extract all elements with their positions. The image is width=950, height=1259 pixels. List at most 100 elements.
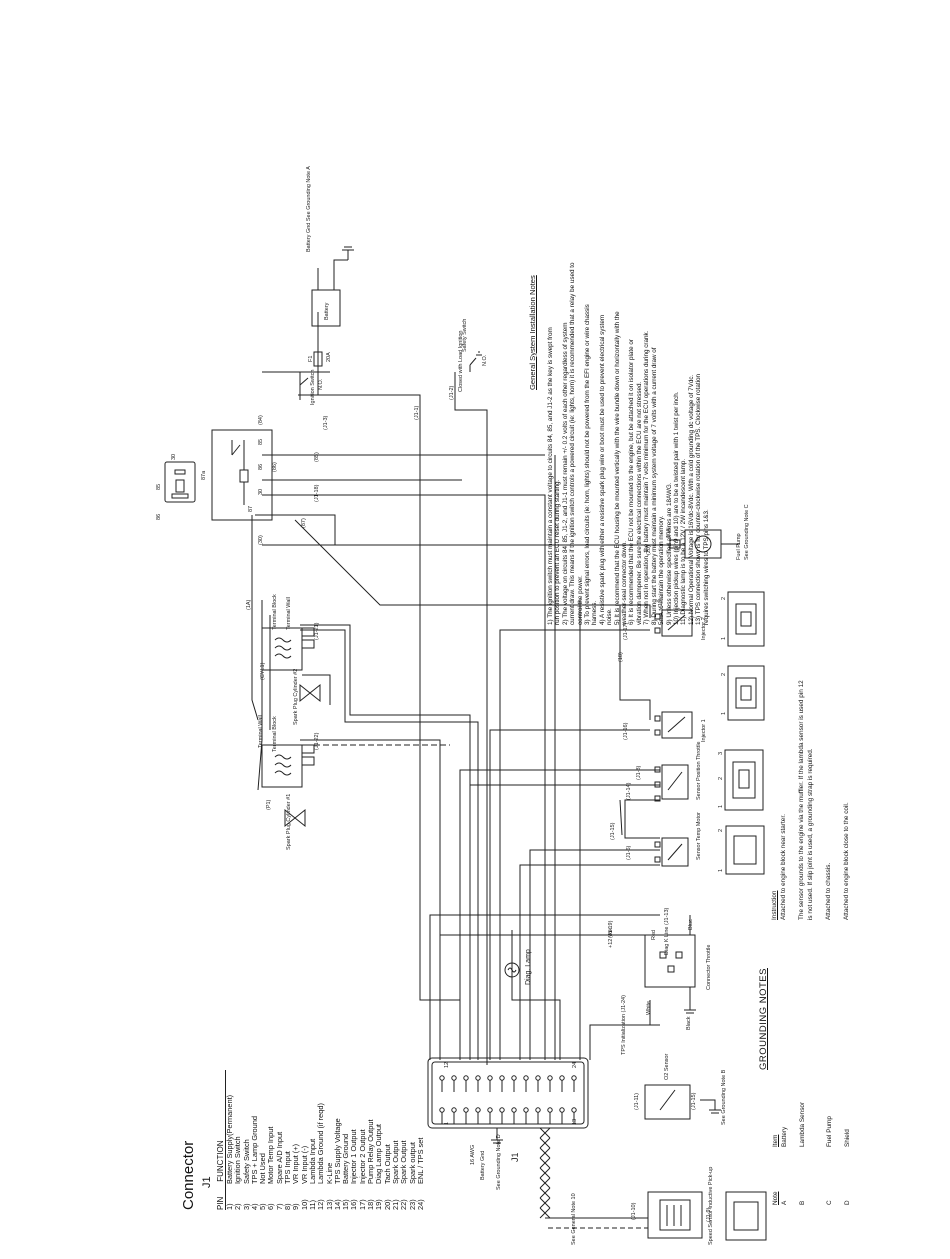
wire-j1-2 [454,372,488,1065]
label-fuel-pump: Fuel Pump [736,533,742,560]
label-ignition-no: N.O. [318,378,324,390]
wire-left-vertical [251,515,259,721]
j1-pin [559,1075,565,1081]
label-fuse-rating: 20A [326,352,332,362]
gnd-instruction: Attached to chassis. [825,862,832,920]
gnd-col-item: Item [772,1134,779,1147]
header-pin: PIN [216,1196,225,1210]
wire-k-line [429,914,660,1060]
label-lambda-note: See Grounding Note B [721,1069,727,1125]
note-line: 10) Injection pickup wires (pin9 and 10)… [672,391,680,625]
wire-sensor-gnd [624,799,660,839]
note-line: current draw. This means if the ignition… [569,262,577,625]
twist-segment [539,1147,551,1159]
battery-symbol [311,259,348,327]
label-30: (30) [258,535,264,545]
label-black: Black [686,1016,692,1030]
label-terminal-block-2: Terminal Block [272,594,278,630]
wire-j1-16 [489,729,650,1060]
label-inj1-pin2: 2 [721,673,727,676]
label-j1-14: (J1-14) [626,782,632,800]
coil-2-assembly [261,627,315,671]
wire-coil2-c [302,674,331,705]
gnd-item: Battery [781,1126,788,1147]
label-battery-gnd-j1: Battery Gnd [480,1151,486,1180]
label-tps-init: TPS Initialization (J1-24) [621,995,627,1055]
label-j1-2: (J1-2) [449,385,455,400]
label-sensor-temp: Sensor Temp Motor [696,812,702,860]
note-line: 12) Normal Operational Voltage is 16Vdc-… [687,374,695,625]
label-socket-85: 85 [156,484,162,490]
wire-pump-relay-out [255,514,336,545]
note-line: vibration dampener. Be sure the electric… [635,381,643,625]
connector-title: Connector J1 [180,1140,213,1210]
j1-pin [511,1107,517,1113]
gnd-instruction: Attached to engine block near starter. [780,814,787,920]
injector-1-symbol [654,711,693,739]
wire-coil2-a [300,624,471,1060]
label-circ-13: (13) [658,598,664,608]
note-line: 6) It is recommended that the ECU not be… [628,339,636,625]
pin-row: 19)Diag Lamp Output [374,1070,383,1210]
pin-function: ENL / TPS set [415,1137,425,1184]
pin-row: 12)Lambda Ground (if reqd) [316,1070,325,1210]
label-j1-1: (J1-1) [414,405,420,420]
pin-number: 24) [415,1199,425,1210]
label-plus-12v: +12 Volt [608,927,614,948]
fuel-pump-fuse [669,539,681,549]
temp-sensor-symbol [654,837,689,867]
j1-pin [547,1107,553,1113]
j1-pin [463,1075,469,1081]
gnd-note-letter: A [781,1200,788,1205]
note-line: 5mA to maintain the operation memory. [658,515,666,625]
label-fuse-id: F1 [308,356,314,362]
wires [251,312,685,1065]
general-notes-title: General System Installation Notes [528,275,537,390]
note-line: 7) When not in operation, the battery mu… [643,330,651,625]
j1-pin [571,1107,577,1113]
label-socket-86: 86 [156,514,162,520]
connector-pin-table: Connector J1 PIN FUNCTION 1)Battery Supp… [180,1070,425,1210]
label-fuel-pump-fuse: 10A [666,528,672,538]
note-line: 3) To prevent signal errors, load circui… [584,304,592,625]
connector-subtitle: J1 [201,1176,213,1188]
label-j1-9: (J1-9) [706,1207,712,1222]
j1-pin [547,1075,553,1081]
label-see-grounding-d: See Grounding Note D [496,1134,502,1190]
j1-pin [475,1075,481,1081]
note-line: 5) It is recommend that the ECU housing … [613,311,621,625]
diag-lamp-symbol [504,962,520,978]
j1-pin [499,1107,505,1113]
gnd-note-letter: D [844,1200,851,1205]
gnd-instructions: Attached to engine block near starter.Th… [779,680,860,920]
note-line: 13) TPS connection shown is for counter-… [695,373,703,625]
gnd-item: Fuel Pump [826,1116,833,1147]
throttle-sensor-symbol [654,764,689,802]
pin-row: 9)VR Input (+) [291,1070,300,1210]
j1-pin [487,1107,493,1113]
gnd-col-note: Note [772,1191,779,1206]
temp-sensor-connector [725,825,765,875]
twist-segment [539,1137,551,1149]
pin-row: 4)TPS + Lamp Ground [250,1070,259,1210]
label-j1-pin24: 24 [572,1062,578,1068]
note-line: noise. [606,608,614,625]
pump-relay [211,429,273,521]
label-terminal-wall-1: Terminal Wall [258,715,264,748]
throttle-sensor-connector [724,749,764,811]
note-line: requires switching wires to TPS pins 1&3… [702,509,710,625]
label-terminal-wall-2: Terminal Wall [286,597,292,630]
label-j1-10: (J1-10) [631,1202,637,1220]
injector-2-symbol [654,609,693,637]
label-j1-3: (J1-3) [323,415,329,430]
label-j1-6: (J1-6) [626,845,632,860]
label-j1-pin12: 12 [444,1062,450,1068]
relay-socket-icon [164,461,196,503]
j1-pin [535,1075,541,1081]
wire-coil2-b [300,629,479,1060]
label-sensor-throttle: Sensor Position Throttle [696,741,702,800]
note-line: harness. [591,600,599,625]
label-87: (87) [301,518,307,528]
wire-power-top [265,330,319,373]
